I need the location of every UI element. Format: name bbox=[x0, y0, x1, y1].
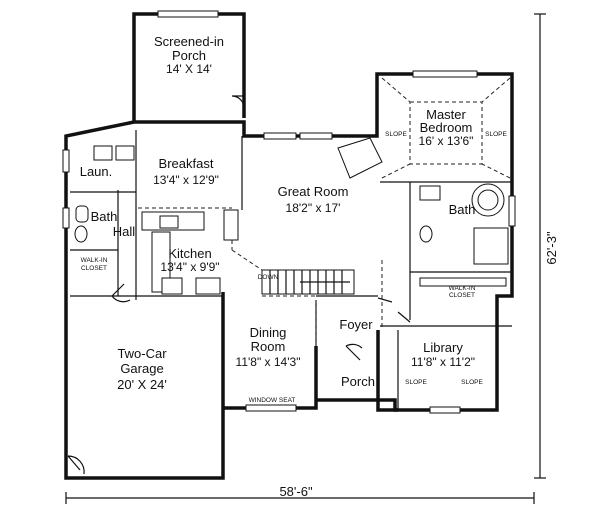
doors bbox=[67, 95, 411, 475]
front-porch-label: Porch bbox=[341, 374, 375, 389]
walkin-closet-left-label-2: CLOSET bbox=[81, 265, 107, 272]
master-toilet bbox=[419, 225, 433, 243]
closet-shelf bbox=[419, 277, 507, 287]
slope-label-library-left: SLOPE bbox=[405, 379, 427, 386]
dryer bbox=[115, 145, 135, 161]
library-label: Library bbox=[423, 340, 463, 355]
toilet bbox=[74, 225, 88, 243]
window-seat-label: WINDOW SEAT bbox=[249, 397, 296, 404]
screened-porch-size: 14' X 14' bbox=[166, 62, 212, 76]
fireplace bbox=[337, 137, 383, 179]
breakfast-label: Breakfast bbox=[159, 156, 214, 171]
fixtures bbox=[74, 137, 509, 295]
master-bedroom-label-2: Bedroom bbox=[420, 120, 473, 135]
tub-inner bbox=[477, 189, 499, 211]
bath-hall-label: Bath bbox=[91, 209, 118, 224]
tray-ceiling bbox=[381, 77, 511, 179]
sink bbox=[75, 205, 89, 223]
screened-porch-label-2: Porch bbox=[172, 48, 206, 63]
great-room-label: Great Room bbox=[278, 184, 349, 199]
dining-room-label: Dining bbox=[250, 325, 287, 340]
library-size: 11'8" x 11'2" bbox=[411, 355, 475, 369]
stairs bbox=[261, 269, 355, 295]
great-room-size: 18'2" x 17' bbox=[286, 201, 341, 215]
overall-depth-dimension: 62'-3" bbox=[544, 231, 559, 265]
slope-label-library-right: SLOPE bbox=[461, 379, 483, 386]
bath-hall-label-2: Hall bbox=[113, 224, 136, 239]
master-bedroom-size: 16' x 13'6" bbox=[419, 134, 474, 148]
fridge bbox=[195, 277, 221, 295]
master-bedroom-label: Master bbox=[426, 107, 466, 122]
walkin-closet-right-label-2: CLOSET bbox=[449, 292, 475, 299]
vanity-sink bbox=[419, 185, 441, 201]
breakfast-size: 13'4" x 12'9" bbox=[153, 173, 219, 187]
washer bbox=[93, 145, 113, 161]
kitchen-label: Kitchen bbox=[168, 246, 211, 261]
shower bbox=[473, 227, 509, 265]
overall-width-dimension: 58'-6" bbox=[279, 484, 313, 499]
garage-label-2: Garage bbox=[120, 361, 163, 376]
pantry bbox=[223, 209, 239, 241]
dining-room-label-2: Room bbox=[251, 339, 286, 354]
dining-room-size: 11'8" x 14'3" bbox=[236, 355, 301, 369]
garage-size: 20' X 24' bbox=[117, 377, 167, 392]
garage-label: Two-Car bbox=[117, 346, 167, 361]
kitchen-sink bbox=[159, 215, 179, 229]
slope-label-master-left: SLOPE bbox=[385, 131, 407, 138]
master-bath-label: Bath bbox=[449, 202, 476, 217]
dimension-lines bbox=[65, 13, 546, 504]
walkin-closet-left-label: WALK-IN bbox=[81, 257, 108, 264]
slope-label-master-right: SLOPE bbox=[485, 131, 507, 138]
stairs-down-label: DOWN bbox=[258, 274, 279, 281]
stove bbox=[161, 277, 183, 295]
interior-walls bbox=[70, 130, 512, 410]
foyer-label: Foyer bbox=[339, 317, 373, 332]
laundry-label: Laun. bbox=[80, 164, 113, 179]
screened-porch-label: Screened-in bbox=[154, 34, 224, 49]
walkin-closet-right-label: WALK-IN bbox=[449, 285, 476, 292]
windows bbox=[62, 10, 516, 414]
kitchen-island bbox=[151, 231, 171, 293]
kitchen-size: 13'4" x 9'9" bbox=[160, 260, 219, 274]
